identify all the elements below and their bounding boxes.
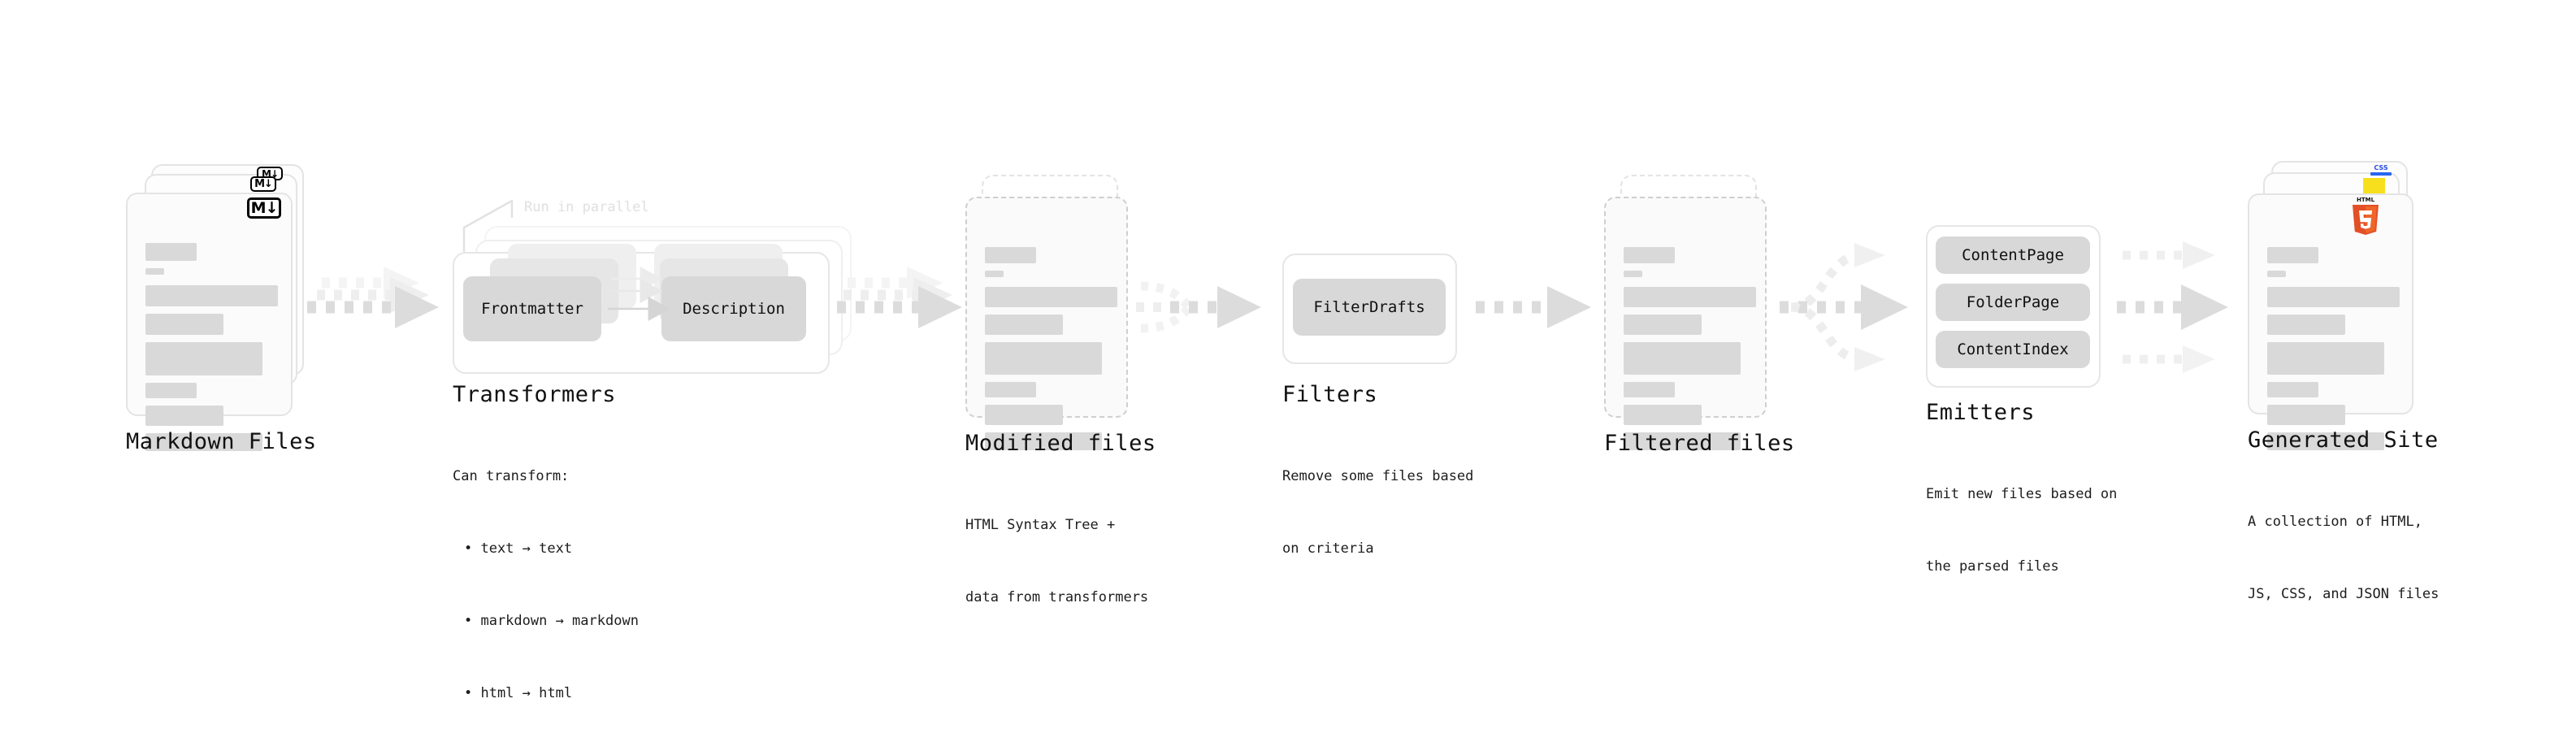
- placeholder-bar: [145, 285, 278, 306]
- generated-site-desc-line: JS, CSS, and JSON files: [2248, 585, 2439, 602]
- filtered-file-content-placeholder: [1624, 247, 1756, 458]
- placeholder-bar: [1624, 432, 1741, 450]
- placeholder-bar: [145, 383, 197, 398]
- transformers-desc-line: Can transform:: [453, 467, 570, 484]
- svg-text:HTML: HTML: [2357, 197, 2375, 203]
- placeholder-bar: [145, 314, 223, 335]
- filters-pill-filterdrafts[interactable]: FilterDrafts: [1293, 279, 1446, 336]
- emitters-pill-folderpage[interactable]: FolderPage: [1936, 284, 2090, 321]
- generated-site-desc-line: A collection of HTML,: [2248, 513, 2422, 530]
- placeholder-bar: [985, 382, 1036, 397]
- placeholder-bar: [985, 342, 1102, 375]
- run-in-parallel-label: Run in parallel: [524, 199, 649, 215]
- modified-file-card-front: [965, 197, 1128, 450]
- markdown-file-content-placeholder: [145, 243, 278, 458]
- placeholder-bar: [2267, 342, 2384, 375]
- emitters-pill-contentpage[interactable]: ContentPage: [1936, 236, 2090, 274]
- placeholder-bar: [1624, 247, 1675, 263]
- placeholder-bar: [985, 432, 1102, 450]
- placeholder-bar: [1624, 287, 1756, 307]
- html5-icon: HTML: [2348, 195, 2383, 237]
- generated-site-description: A collection of HTML, JS, CSS, and JSON …: [2248, 462, 2439, 655]
- modified-files-desc-line: HTML Syntax Tree +: [965, 516, 1116, 533]
- arrow-emitters-to-generated: [2117, 241, 2228, 373]
- arrow-markdown-to-transformers: [307, 267, 439, 328]
- arrow-filtered-to-emitters: [1780, 243, 1908, 371]
- placeholder-bar: [2267, 315, 2345, 335]
- transformers-title: Transformers: [453, 382, 617, 407]
- generated-file-content-placeholder: [2267, 247, 2400, 458]
- emitters-desc-line: the parsed files: [1926, 558, 2059, 575]
- css-icon: CSS: [2370, 165, 2392, 176]
- placeholder-bar: [2267, 405, 2345, 425]
- emitters-desc-line: Emit new files based on: [1926, 485, 2118, 502]
- transformers-description: Can transform: • text → text • markdown …: [453, 416, 639, 755]
- placeholder-bar: [985, 405, 1063, 425]
- placeholder-bar: [1624, 271, 1642, 277]
- placeholder-bar: [2267, 432, 2384, 450]
- placeholder-bar: [145, 243, 197, 261]
- filtered-file-card-front: [1604, 197, 1767, 450]
- markdown-icon-mid: M↓: [250, 176, 276, 192]
- generated-file-card-front: [2248, 193, 2413, 450]
- placeholder-bar: [145, 406, 223, 426]
- filters-title: Filters: [1282, 382, 1378, 407]
- filters-description: Remove some files based on criteria: [1282, 416, 1473, 610]
- placeholder-bar: [145, 433, 262, 451]
- css-icon-underline: [2370, 172, 2392, 176]
- emitters-description: Emit new files based on the parsed files: [1926, 434, 2117, 627]
- transformers-desc-line: • html → html: [464, 685, 573, 702]
- transformer-pill-frontmatter[interactable]: Frontmatter: [463, 276, 601, 341]
- transformers-desc-line: • markdown → markdown: [464, 613, 639, 629]
- generated-site-title: Generated Site: [2248, 427, 2439, 453]
- placeholder-bar: [985, 247, 1036, 263]
- placeholder-bar: [1624, 342, 1741, 375]
- markdown-icon: M↓: [247, 197, 281, 219]
- placeholder-bar: [1624, 382, 1675, 397]
- diagram-canvas: M↓ M↓ M↓ Markdown Files Frontmatter Desc…: [126, 161, 2439, 702]
- transformer-pill-description[interactable]: Description: [661, 276, 806, 341]
- filtered-files-title: Filtered files: [1604, 431, 1795, 456]
- placeholder-bar: [2267, 287, 2400, 307]
- placeholder-bar: [985, 271, 1004, 277]
- filters-desc-line: on criteria: [1282, 540, 1374, 557]
- placeholder-bar: [1624, 315, 1702, 335]
- emitters-title: Emitters: [1926, 400, 2036, 425]
- modified-file-content-placeholder: [985, 247, 1117, 458]
- arrow-transformers-to-modified: [837, 267, 962, 328]
- modified-files-description: HTML Syntax Tree + data from transformer…: [965, 465, 1148, 658]
- transformers-desc-line: • text → text: [464, 540, 573, 557]
- markdown-files-title: Markdown Files: [126, 429, 317, 454]
- placeholder-bar: [2267, 271, 2286, 277]
- placeholder-bar: [2267, 382, 2318, 397]
- js-icon: [2363, 178, 2385, 193]
- arrow-filters-to-filtered: [1476, 286, 1591, 328]
- placeholder-bar: [145, 268, 164, 275]
- placeholder-bar: [145, 342, 262, 375]
- placeholder-bar: [1624, 405, 1702, 425]
- filters-desc-line: Remove some files based: [1282, 467, 1474, 484]
- placeholder-bar: [985, 287, 1117, 307]
- emitters-pill-contentindex[interactable]: ContentIndex: [1936, 331, 2090, 368]
- placeholder-bar: [2267, 247, 2318, 263]
- modified-files-desc-line: data from transformers: [965, 588, 1149, 605]
- css-icon-label: CSS: [2374, 164, 2388, 171]
- markdown-file-card-front: [126, 193, 293, 451]
- arrow-modified-to-filters: [1136, 281, 1261, 333]
- placeholder-bar: [985, 315, 1063, 335]
- modified-files-title: Modified files: [965, 431, 1156, 456]
